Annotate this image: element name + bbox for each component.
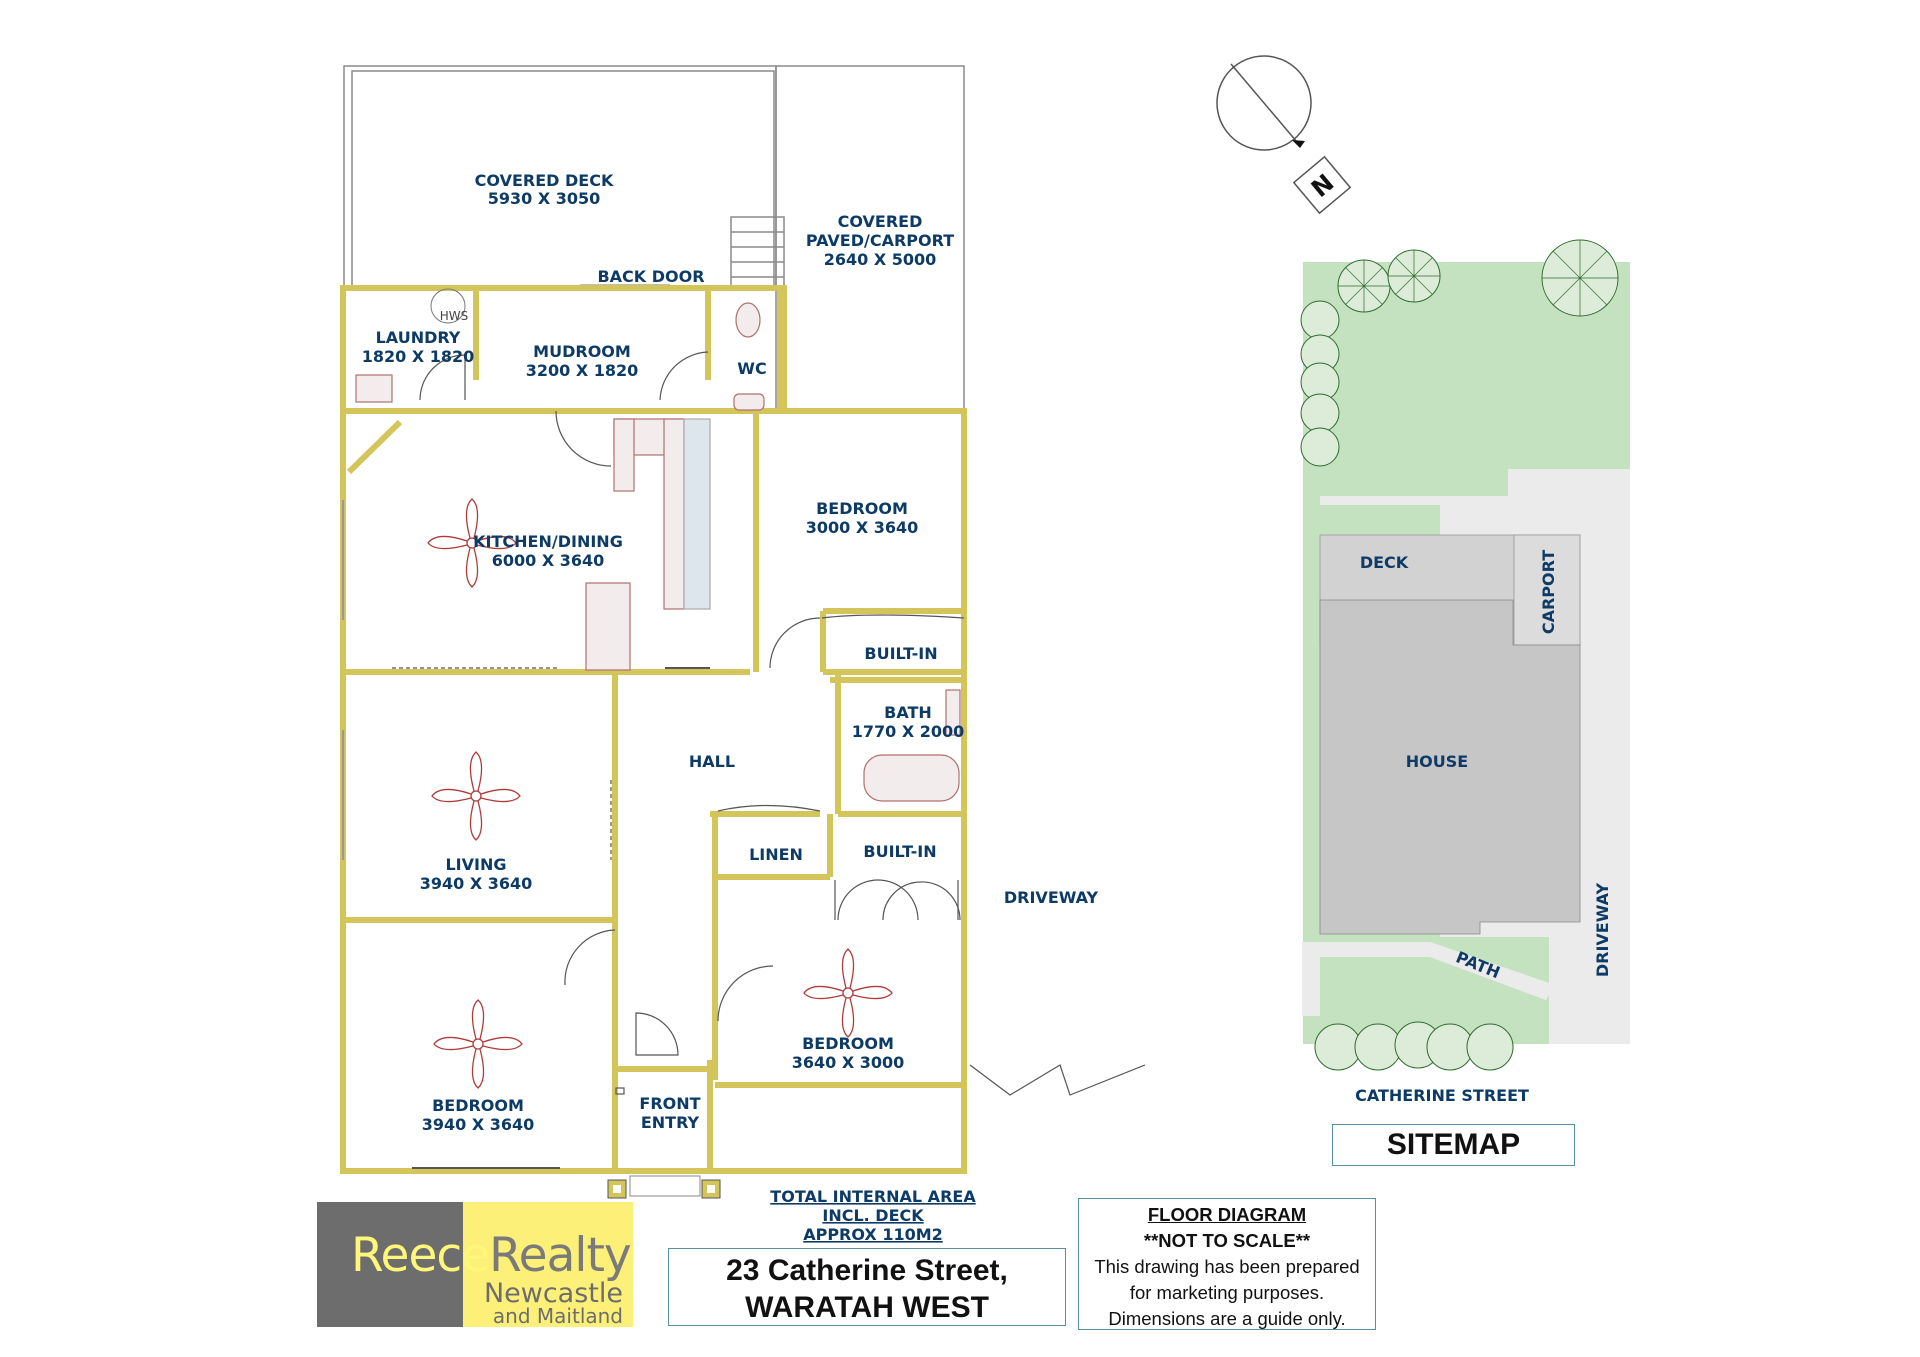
- sitemap: DECK CARPORT HOUSE DRIVEWAY PATH CATHERI…: [1300, 239, 1630, 1105]
- logo-name-a: Reece: [351, 1228, 490, 1283]
- bedroom-mid-label: BEDROOM: [802, 1034, 894, 1053]
- area-note-3: APPROX 110M2: [803, 1225, 943, 1244]
- carport-label-2: PAVED/CARPORT: [806, 231, 954, 250]
- address-line-2: WARATAH WEST: [745, 1291, 989, 1324]
- area-note-1: TOTAL INTERNAL AREA: [770, 1187, 976, 1206]
- room-labels: COVERED DECK 5930 X 3050 COVERED PAVED/C…: [362, 171, 1099, 1244]
- disclaimer-line-2: for marketing purposes.: [1129, 1282, 1325, 1303]
- builtin-2-label: BUILT-IN: [863, 842, 936, 861]
- doors-windows: [342, 351, 1146, 1169]
- bedroom-mid-dims: 3640 X 3000: [792, 1053, 905, 1072]
- bath-dims: 1770 X 2000: [852, 722, 965, 741]
- back-door-label: BACK DOOR: [597, 267, 704, 286]
- disclaimer-title: FLOOR DIAGRAM: [1147, 1204, 1307, 1225]
- laundry-label: LAUNDRY: [376, 328, 461, 347]
- bedroom-front-dims: 3940 X 3640: [422, 1115, 535, 1134]
- sitemap-carport-label: CARPORT: [1539, 550, 1558, 634]
- bedroom-rear-label: BEDROOM: [816, 499, 908, 518]
- logo-name-b: Realty: [489, 1228, 632, 1283]
- builtin-1-label: BUILT-IN: [864, 644, 937, 663]
- mudroom-dims: 3200 X 1820: [526, 361, 639, 380]
- driveway-label: DRIVEWAY: [1004, 888, 1099, 907]
- disclaimer-block: FLOOR DIAGRAM **NOT TO SCALE** This draw…: [1078, 1198, 1376, 1330]
- bedroom-front-label: BEDROOM: [432, 1096, 524, 1115]
- carport-label-1: COVERED: [838, 212, 923, 231]
- linen-label: LINEN: [749, 845, 803, 864]
- kitchen-label: KITCHEN/DINING: [473, 532, 623, 551]
- wc-label: WC: [737, 359, 766, 378]
- bath-label: BATH: [884, 703, 932, 722]
- logo-sub-2: and Maitland: [492, 1304, 623, 1328]
- sitemap-driveway-label: DRIVEWAY: [1593, 882, 1612, 977]
- front-entry-label-2: ENTRY: [641, 1113, 700, 1132]
- agency-logo: ReeceRealty Newcastle and Maitland: [317, 1202, 633, 1328]
- sitemap-house-label: HOUSE: [1406, 752, 1468, 771]
- area-note-2: INCL. DECK: [822, 1206, 924, 1225]
- mudroom-label: MUDROOM: [533, 342, 631, 361]
- carport-dims: 2640 X 5000: [824, 250, 937, 269]
- bedroom-rear-dims: 3000 X 3640: [806, 518, 919, 537]
- kitchen-dims: 6000 X 3640: [492, 551, 605, 570]
- address-line-1: 23 Catherine Street,: [726, 1254, 1008, 1287]
- fixtures: [355, 302, 961, 802]
- ceiling-fans: [427, 498, 893, 1089]
- sitemap-deck-label: DECK: [1360, 553, 1409, 572]
- logo-sub-1: Newcastle: [483, 1278, 623, 1309]
- north-compass-icon: N: [1216, 55, 1352, 215]
- address-block: 23 Catherine Street, WARATAH WEST: [668, 1248, 1066, 1326]
- living-dims: 3940 X 3640: [420, 874, 533, 893]
- living-label: LIVING: [445, 855, 506, 874]
- logo-grey-block: [317, 1202, 463, 1327]
- covered-deck-label: COVERED DECK: [475, 171, 614, 190]
- sitemap-title: SITEMAP: [1332, 1124, 1575, 1166]
- disclaimer-scale: **NOT TO SCALE**: [1143, 1230, 1311, 1251]
- laundry-dims: 1820 X 1820: [362, 347, 475, 366]
- disclaimer-line-1: This drawing has been prepared: [1094, 1256, 1360, 1277]
- front-entry-label-1: FRONT: [639, 1094, 700, 1113]
- covered-deck-dims: 5930 X 3050: [488, 189, 601, 208]
- logo-name: ReeceRealty: [351, 1228, 632, 1283]
- sitemap-street-label: CATHERINE STREET: [1355, 1086, 1529, 1105]
- hws-label: HWS: [440, 309, 469, 323]
- hall-label: HALL: [689, 752, 735, 771]
- front-posts: [607, 1175, 721, 1199]
- logo-yellow-block: [463, 1202, 633, 1327]
- disclaimer-line-3: Dimensions are a guide only.: [1108, 1308, 1346, 1329]
